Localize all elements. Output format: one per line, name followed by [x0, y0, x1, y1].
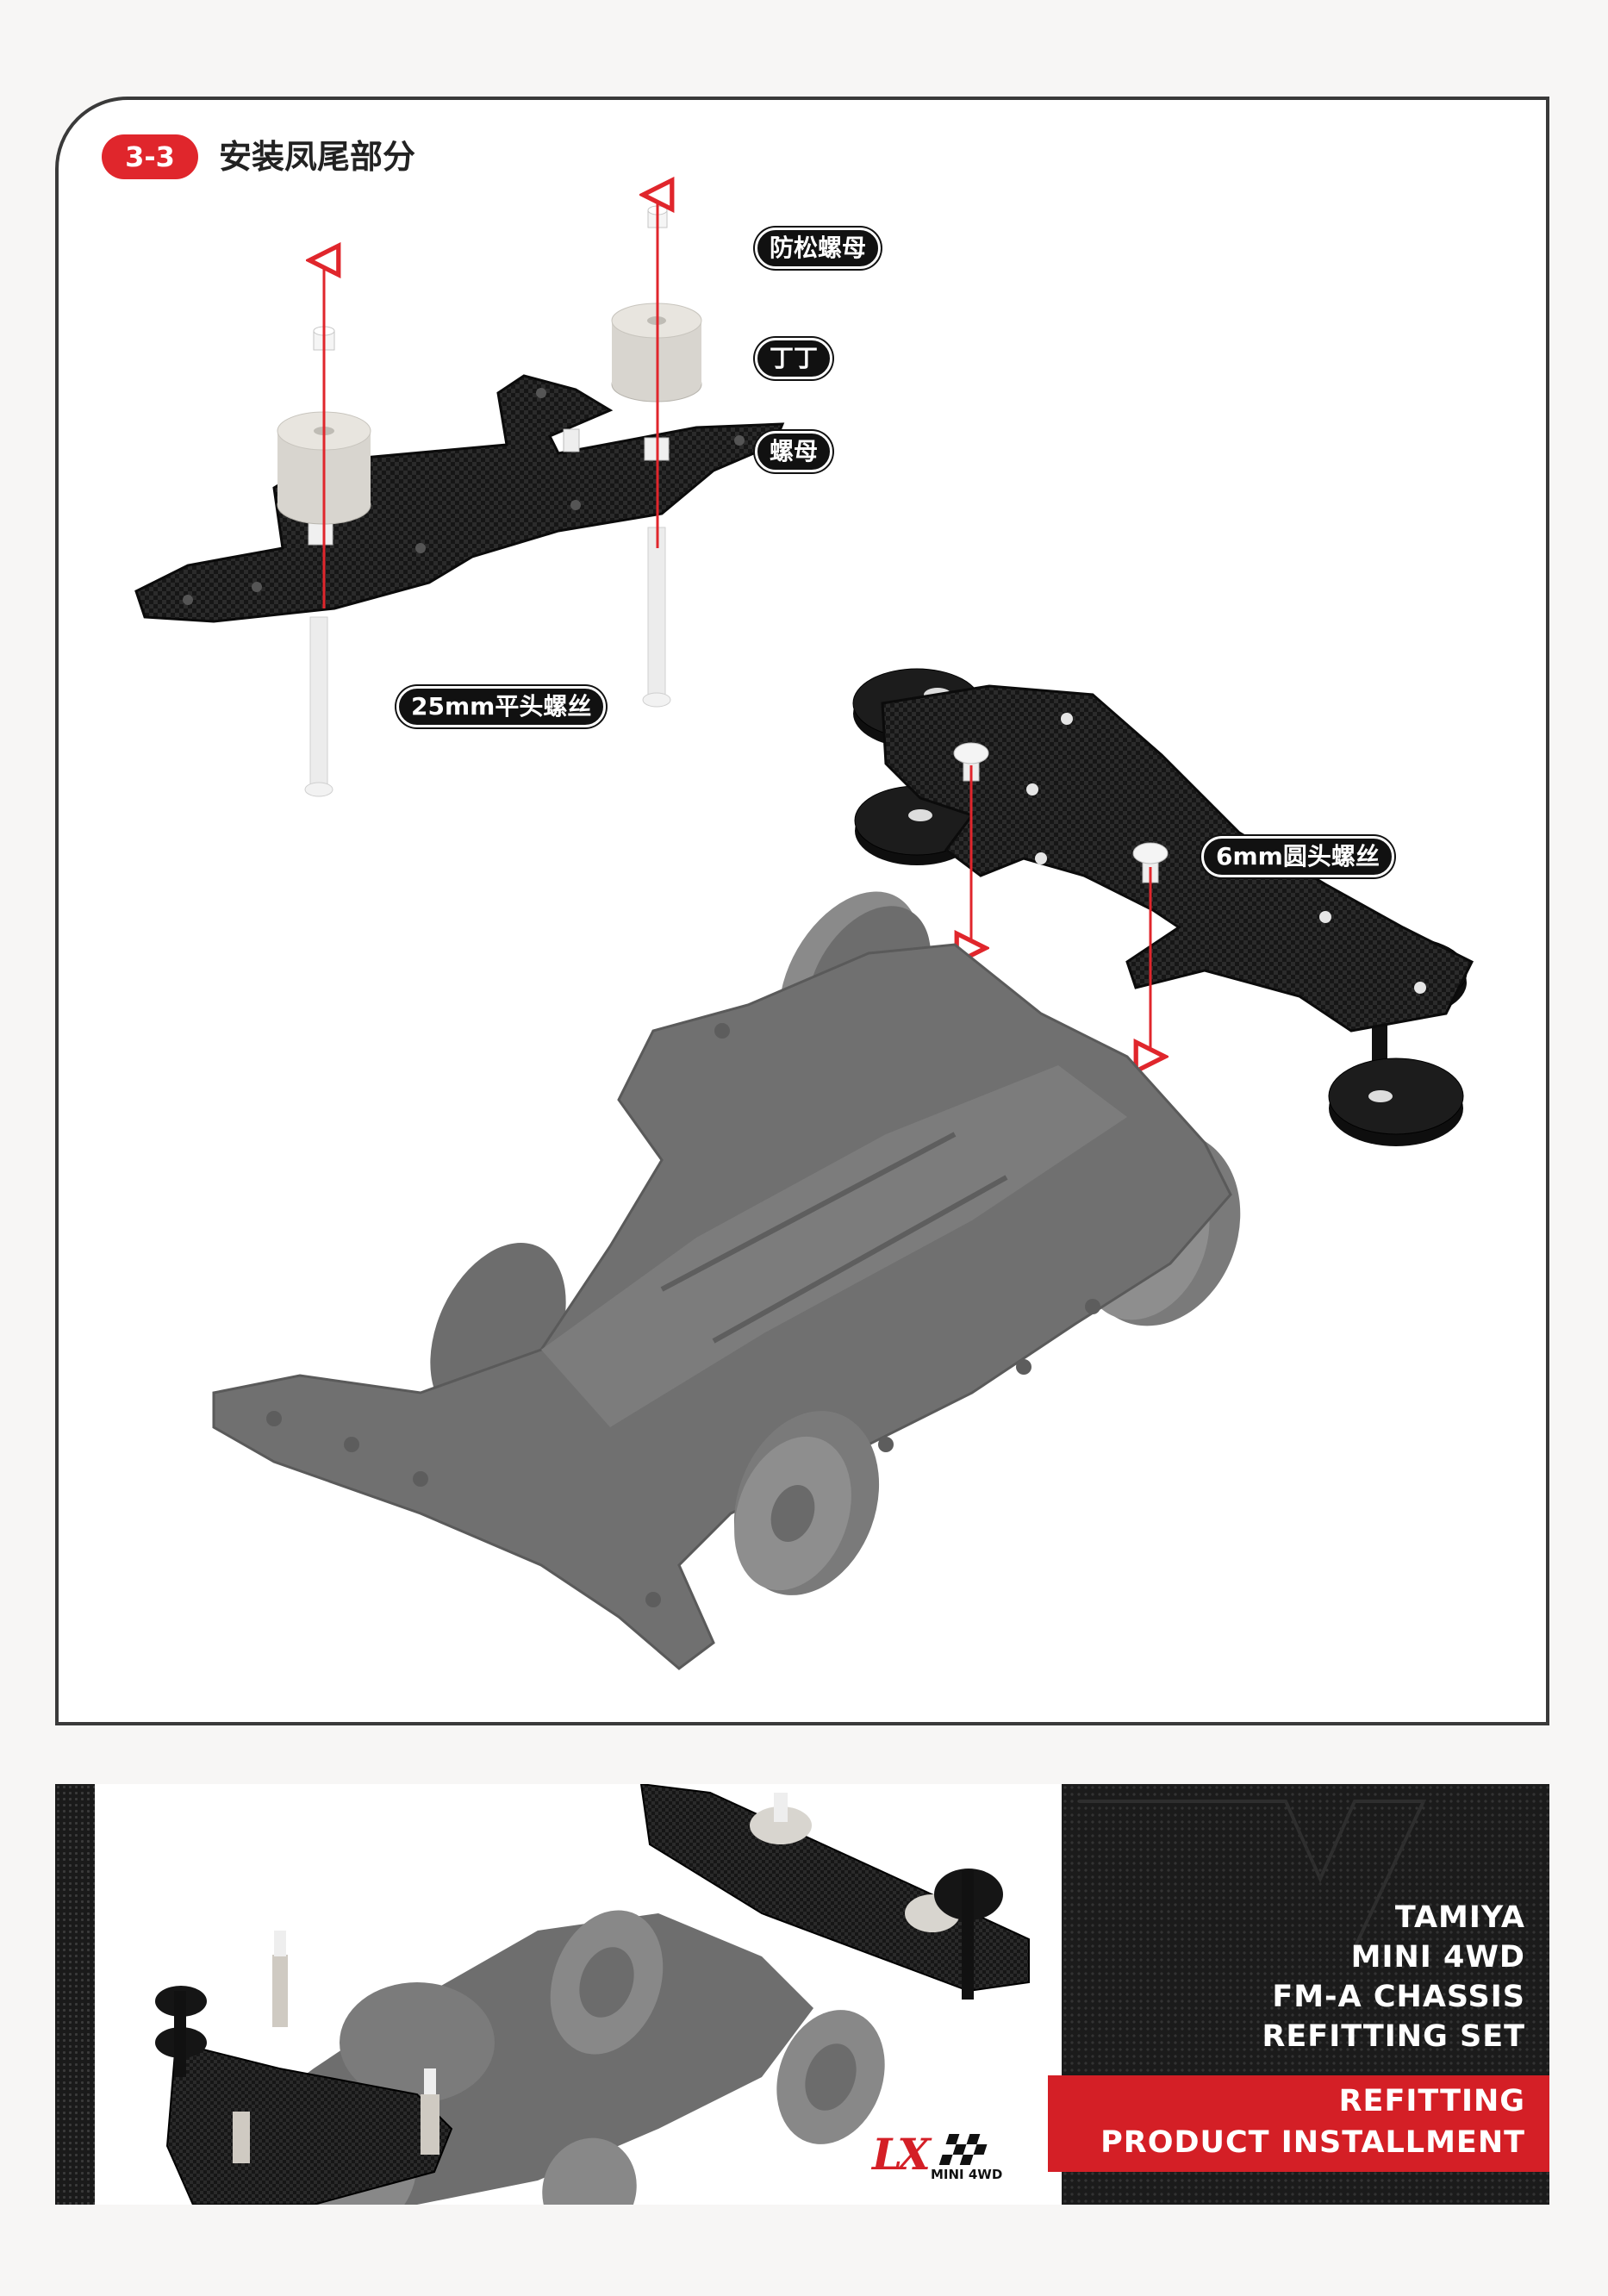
- chassis-group: [212, 891, 1241, 1670]
- installment-band: REFITTING PRODUCT INSTALLMENT: [1048, 2075, 1549, 2172]
- band-line: REFITTING: [1338, 2084, 1525, 2118]
- assembly-illustration: [134, 100, 1474, 1670]
- footer-banner: LX MINI 4WD TAMIYA MINI 4WD FM-A CHASSIS…: [55, 1784, 1549, 2205]
- product-title-line: TAMIYA: [1394, 1900, 1525, 1935]
- product-title-line: MINI 4WD: [1350, 1940, 1525, 1975]
- callout-lock-nut: 防松螺母: [755, 228, 882, 269]
- carbon-wing-plate: [881, 684, 1474, 1033]
- step-title: 安装凤尾部分: [219, 138, 416, 176]
- roller-bottom-right: [1328, 1058, 1464, 1146]
- watermark-shape: [1079, 1800, 1427, 1949]
- footer-chassis-render: [155, 1784, 1030, 2205]
- product-title: TAMIYA MINI 4WD FM-A CHASSIS REFITTING S…: [1262, 1898, 1525, 2056]
- logo-text: MINI 4WD: [931, 2167, 1003, 2182]
- lx-logo: LX MINI 4WD: [867, 2127, 1019, 2193]
- carbon-stripe: [55, 1784, 95, 2205]
- screw-25mm-left: [304, 616, 333, 797]
- callout-nut: 螺母: [755, 431, 833, 472]
- callout-screw-6mm: 6mm圆头螺丝: [1201, 836, 1394, 877]
- rear-plate-group: [134, 195, 785, 797]
- band-line: PRODUCT INSTALLMENT: [1100, 2125, 1525, 2160]
- roller-wing-group: [852, 668, 1474, 1146]
- step-number-badge: 3-3: [102, 134, 198, 179]
- footer-render: LX MINI 4WD: [55, 1784, 1062, 2205]
- product-title-line: REFITTING SET: [1262, 2019, 1525, 2054]
- wheel-front: [733, 1411, 880, 1595]
- logo-mark: LX: [872, 2129, 931, 2180]
- instruction-panel: 3-3 安装凤尾部分 防松螺母 丁丁 螺母 25mm平头螺丝 6mm圆头螺丝: [55, 97, 1549, 1725]
- carbon-rear-plate: [134, 374, 785, 623]
- screw-25mm-right: [642, 527, 671, 708]
- callout-spacer: 丁丁: [755, 338, 833, 379]
- callout-screw-25mm: 25mm平头螺丝: [396, 686, 607, 727]
- product-title-line: FM-A CHASSIS: [1272, 1980, 1525, 2014]
- screw-6mm-left: [953, 742, 989, 782]
